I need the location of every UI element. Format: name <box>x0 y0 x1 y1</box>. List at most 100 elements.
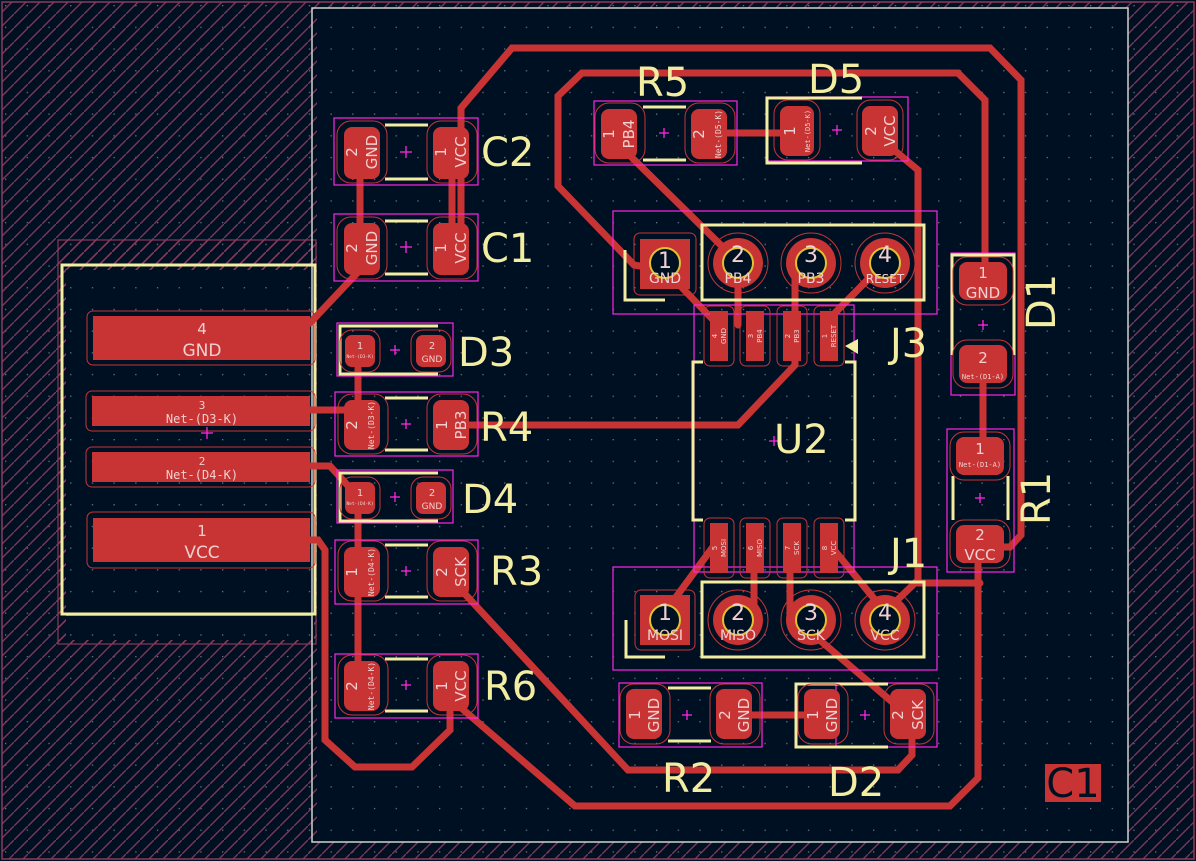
c1-pad-1[interactable] <box>433 223 469 275</box>
r2-ref: R2 <box>662 756 715 802</box>
component-d3[interactable]: 1 Net-(D3-K) 2 GND D3 <box>336 322 514 377</box>
d4-pad-2[interactable] <box>416 482 446 514</box>
d3-pad-1[interactable] <box>345 335 375 367</box>
usb-pad-4-num: 4 <box>197 320 207 338</box>
component-d4[interactable]: 1 Net-(D4-K) 2 GND D4 <box>336 469 518 524</box>
r5-pad-2[interactable] <box>691 109 727 159</box>
r5-pad-1-num: 1 <box>600 129 618 139</box>
usb-pad-3[interactable] <box>92 396 310 426</box>
d3-pad-1-net: Net-(D3-K) <box>346 354 373 360</box>
component-r2[interactable]: 1 GND 2 GND R2 <box>618 682 763 802</box>
j3-pad-1-net: GND <box>649 271 681 287</box>
r6-pad-1-net: VCC <box>452 670 470 701</box>
u2-pad-7[interactable] <box>783 523 801 573</box>
usb-silkscreen <box>60 263 317 616</box>
u2-pad-1[interactable] <box>820 311 838 361</box>
component-c1[interactable]: 2 GND 1 VCC C1 <box>333 213 534 282</box>
r4-pad-1[interactable] <box>433 400 469 450</box>
u2-pad-5[interactable] <box>710 523 728 573</box>
r1-pad-2[interactable] <box>956 525 1004 563</box>
u2-pad-3-net: PB4 <box>756 329 764 343</box>
d5-pad-2[interactable] <box>862 106 898 156</box>
selected-label-c1[interactable]: C1 <box>1045 761 1101 807</box>
usb-pad-1[interactable] <box>93 518 310 562</box>
u2-pad-8-net: VCC <box>830 541 838 556</box>
usb-pad-4-net: GND <box>183 341 222 361</box>
r6-pad-2[interactable] <box>344 661 380 711</box>
j1-pad-4-net: VCC <box>870 628 899 644</box>
component-d2[interactable]: 1 GND 2 SCK D2 <box>794 682 938 806</box>
r3-pad-2[interactable] <box>433 547 469 597</box>
usb-pad-4[interactable] <box>93 316 310 360</box>
u2-pad-3[interactable] <box>746 311 764 361</box>
u2-pad-6[interactable] <box>746 523 764 573</box>
j1-pad-3-num: 3 <box>804 601 818 626</box>
r5-pad-2-num: 2 <box>690 129 708 139</box>
c1-pad-2[interactable] <box>344 223 380 275</box>
d5-pad-1[interactable] <box>780 106 814 156</box>
r3-pad-1[interactable] <box>344 547 380 597</box>
r2-pad-1[interactable] <box>626 689 662 739</box>
component-r4[interactable]: 2 Net-(D3-K) 1 PB3 R4 <box>334 391 533 457</box>
component-j3[interactable]: 1 GND 2 PB4 3 PB3 4 RESET J3 <box>612 210 938 367</box>
u2-pad-8-num: 8 <box>821 546 829 550</box>
d5-pad-1-num: 1 <box>781 126 799 136</box>
u2-pad-8[interactable] <box>820 523 838 573</box>
j1-pad-2-net: MISO <box>720 628 756 644</box>
r6-pad-1[interactable] <box>433 661 469 711</box>
d4-pad-2-net: GND <box>422 502 443 512</box>
c2-pad-2[interactable] <box>344 127 380 179</box>
j3-pad-2-net: PB4 <box>725 271 752 287</box>
d2-pad-2[interactable] <box>890 689 926 739</box>
r3-pad-1-net: Net-(D4-K) <box>367 548 376 596</box>
u2-pad-2[interactable] <box>783 311 801 361</box>
usb-pad-2[interactable] <box>92 452 310 482</box>
r4-pad-2[interactable] <box>344 400 380 450</box>
trace-vcc-top <box>457 44 1025 551</box>
usb-pad-2-num: 2 <box>199 455 206 468</box>
d1-pad-2[interactable] <box>959 345 1007 383</box>
d4-pad-1[interactable] <box>345 482 375 514</box>
r1-ref: R1 <box>1014 472 1060 525</box>
r6-ref: R6 <box>484 664 537 710</box>
d4-pad-1-net: Net-(D4-K) <box>346 501 373 507</box>
component-r5[interactable]: 1 PB4 2 Net-(D5-K) R5 <box>593 60 738 166</box>
u2-pad-4-num: 4 <box>711 333 719 338</box>
r6-pad-2-num: 2 <box>343 681 361 691</box>
c1-pad-2-net: GND <box>363 231 381 265</box>
usb-pad-3-net: Net-(D3-K) <box>166 412 238 426</box>
j3-pad-1-num: 1 <box>658 249 672 274</box>
d2-ref: D2 <box>828 760 884 806</box>
r5-pad-2-net: Net-(D5-K) <box>714 110 723 158</box>
component-r6[interactable]: 2 Net-(D4-K) 1 VCC R6 <box>334 653 537 719</box>
component-j1[interactable]: 1 MOSI 2 MISO 3 SCK 4 VCC J1 <box>612 531 938 671</box>
d3-pad-2[interactable] <box>416 335 446 367</box>
r3-pad-1-num: 1 <box>343 567 361 577</box>
component-c2[interactable]: 2 GND 1 VCC C2 <box>333 117 534 186</box>
component-r3[interactable]: 1 Net-(D4-K) 2 SCK R3 <box>334 539 543 605</box>
component-d5[interactable]: 1 Net-(D5-K) 2 VCC D5 <box>765 57 909 165</box>
j1-pad-1-net: MOSI <box>647 628 683 644</box>
r2-pad-2[interactable] <box>716 689 752 739</box>
u2-pad-4[interactable] <box>710 311 728 361</box>
j3-ref: J3 <box>887 321 927 367</box>
component-u2[interactable]: 4 GND 3 PB4 2 PB3 1 RESET 5 MOSI 6 MISO … <box>691 304 858 579</box>
d3-ref: D3 <box>458 330 514 376</box>
usb-pad-2-net: Net-(D4-K) <box>166 468 238 482</box>
component-d1[interactable]: 1 GND 2 Net-(D1-A) D1 <box>950 252 1065 396</box>
r4-ref: R4 <box>480 405 533 451</box>
selected-label-text: C1 <box>1046 761 1099 807</box>
usb-pad-1-net: VCC <box>184 543 219 563</box>
d2-pad-1[interactable] <box>804 689 840 739</box>
u2-pad-5-net: MOSI <box>720 539 728 557</box>
component-r1[interactable]: 1 Net-(D1-A) 2 VCC R1 <box>946 428 1060 573</box>
d2-pad-2-num: 2 <box>889 710 907 720</box>
d1-pad-1-net: GND <box>966 284 1000 302</box>
c2-pad-1-net: VCC <box>452 136 470 167</box>
r1-pad-1[interactable] <box>956 437 1004 475</box>
r5-pad-1[interactable] <box>601 109 637 159</box>
d1-pad-1[interactable] <box>959 262 1007 300</box>
c2-pad-1[interactable] <box>433 127 469 179</box>
d3-pad-1-num: 1 <box>357 341 363 352</box>
